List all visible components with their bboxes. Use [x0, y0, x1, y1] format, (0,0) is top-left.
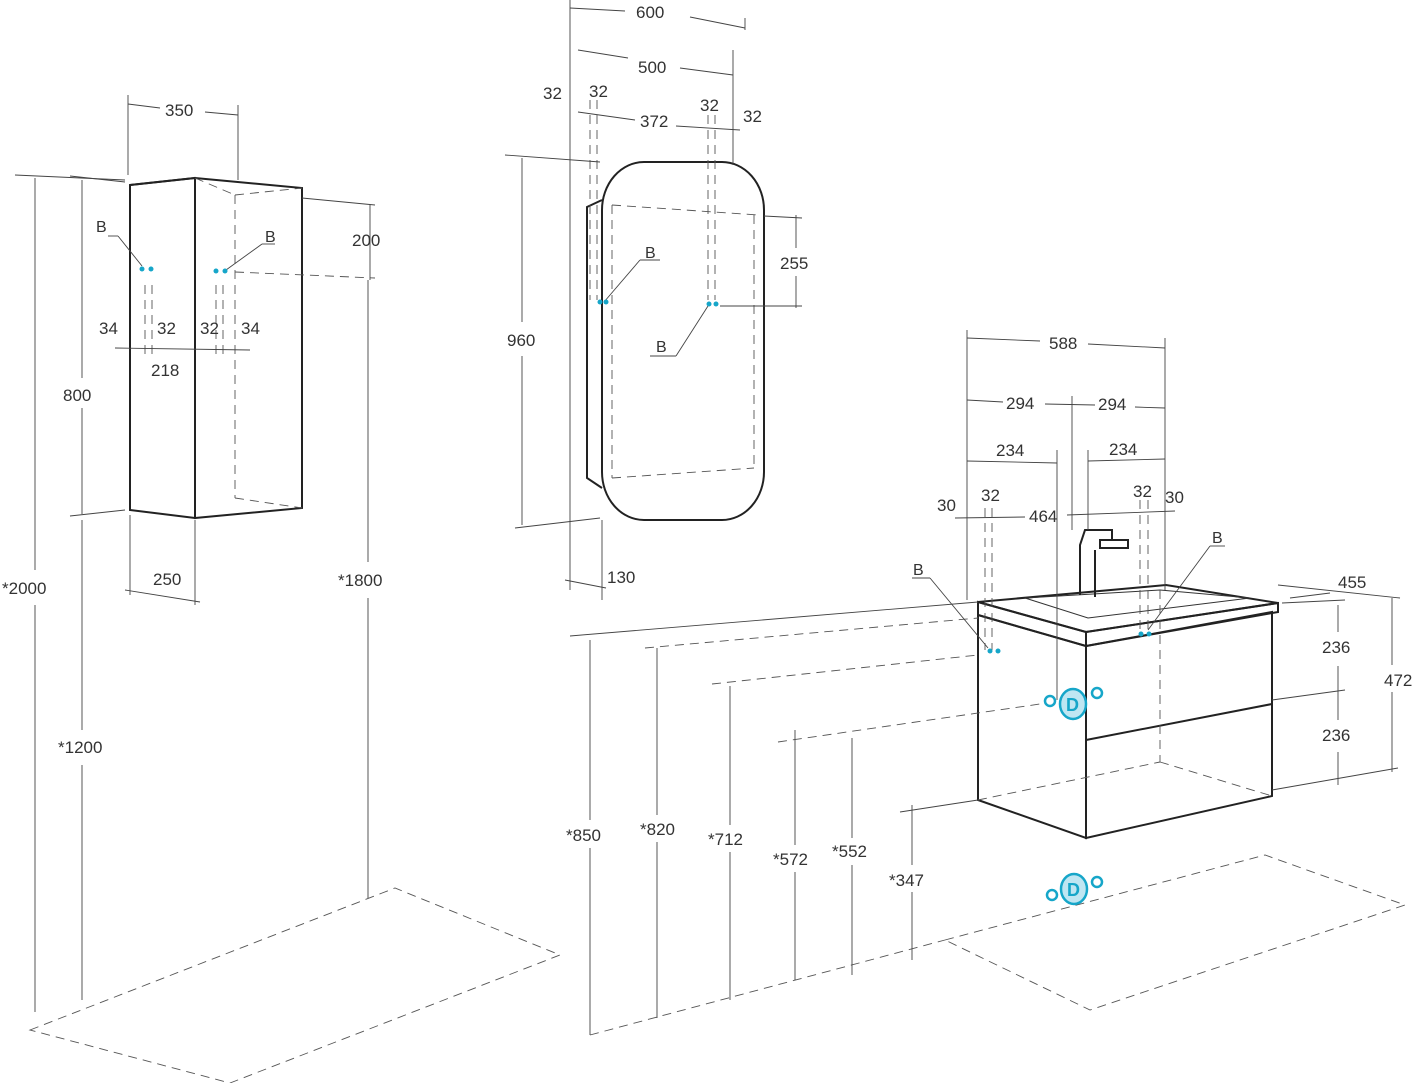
dim-vanity-edge-right: 30: [1165, 488, 1184, 507]
dim-floor-712: *712: [708, 830, 743, 849]
vanity-mount-points: B B: [912, 530, 1225, 654]
vanity-unit: [977, 529, 1279, 840]
dim-floor-850: *850: [566, 826, 601, 845]
dim-tall-depth: 250: [153, 570, 181, 589]
connection-d-floor: D: [1045, 872, 1104, 906]
dim-tall-holes-span: 218: [151, 361, 179, 380]
marker-b-mirror-right: B: [656, 339, 667, 356]
dim-tall-floor-hanger: *1800: [338, 571, 382, 590]
marker-b-vanity-left: B: [913, 562, 924, 579]
mirror-cabinet-mount-points: B B: [597, 245, 719, 357]
dim-vanity-depth: 455: [1338, 573, 1366, 592]
dim-mirror-height: 960: [507, 331, 535, 350]
dim-tall-holes-left: 34: [99, 319, 118, 338]
dim-floor-347: *347: [889, 871, 924, 890]
dim-floor-572: *572: [773, 850, 808, 869]
marker-b-mirror-left: B: [645, 245, 656, 262]
dim-tall-holes-b: 32: [200, 319, 219, 338]
dim-vanity-span-left: 234: [996, 441, 1024, 460]
dim-tall-width: 350: [165, 101, 193, 120]
dim-tall-floor-bottom: *1200: [58, 738, 102, 757]
dim-vanity-height: 472: [1384, 671, 1412, 690]
dim-floor-820: *820: [640, 820, 675, 839]
floor-plane-right: [943, 854, 1407, 1011]
dim-mirror-depth: 130: [607, 568, 635, 587]
dim-mirror-right-b: 32: [743, 107, 762, 126]
tall-cabinet-dimensions: 350 200 34 32 32 34 218 800 250 *2000 *1…: [2, 95, 382, 1012]
floor-line-middle: [589, 939, 946, 1036]
marker-b-vanity-right: B: [1212, 530, 1223, 547]
marker-d-floor: D: [1067, 880, 1080, 900]
dim-vanity-width: 588: [1049, 334, 1077, 353]
marker-d-wall: D: [1066, 695, 1079, 715]
dim-floor-552: *552: [832, 842, 867, 861]
marker-b-tall-left: B: [96, 219, 107, 236]
mirror-cabinet: [586, 161, 765, 521]
vanity-floor-dimensions: *850 *820 *712 *572 *552 *347: [566, 601, 1041, 1035]
dim-tall-height: 800: [63, 386, 91, 405]
floor-plane-left: [28, 887, 562, 1083]
dim-mirror-right-a: 32: [700, 96, 719, 115]
dim-vanity-upper: 236: [1322, 638, 1350, 657]
dim-tall-floor-total: *2000: [2, 579, 46, 598]
dim-vanity-holes-span: 464: [1029, 507, 1057, 526]
dim-tall-holes-a: 32: [157, 319, 176, 338]
tall-cabinet-mount-points: B B: [96, 219, 276, 274]
dim-mirror-width: 600: [636, 3, 664, 22]
dim-mirror-left-b: 32: [589, 82, 608, 101]
dim-vanity-edge-left: 30: [937, 496, 956, 515]
dim-mirror-left-a: 32: [543, 84, 562, 103]
dim-mirror-center: 372: [640, 112, 668, 131]
dim-vanity-half-left: 294: [1006, 394, 1034, 413]
dim-vanity-lower: 236: [1322, 726, 1350, 745]
dim-vanity-hole-left: 32: [981, 486, 1000, 505]
dim-vanity-hole-right: 32: [1133, 482, 1152, 501]
marker-b-tall-right: B: [265, 229, 276, 246]
mirror-cabinet-dimensions: 600 500 32 32 372 32 32 255 960 130: [504, 0, 808, 600]
dim-mirror-hanger-drop: 255: [780, 254, 808, 273]
connection-d-wall: D: [1043, 686, 1104, 721]
dim-tall-holes-right: 34: [241, 319, 260, 338]
vanity-dimensions: 588 294 294 234 234 30 32 464 32 30 455: [937, 330, 1412, 791]
dim-mirror-inner: 500: [638, 58, 666, 77]
dim-tall-top-gap: 200: [352, 231, 380, 250]
tall-cabinet: [129, 176, 303, 520]
dim-vanity-half-right: 294: [1098, 395, 1126, 414]
dim-vanity-span-right: 234: [1109, 440, 1137, 459]
